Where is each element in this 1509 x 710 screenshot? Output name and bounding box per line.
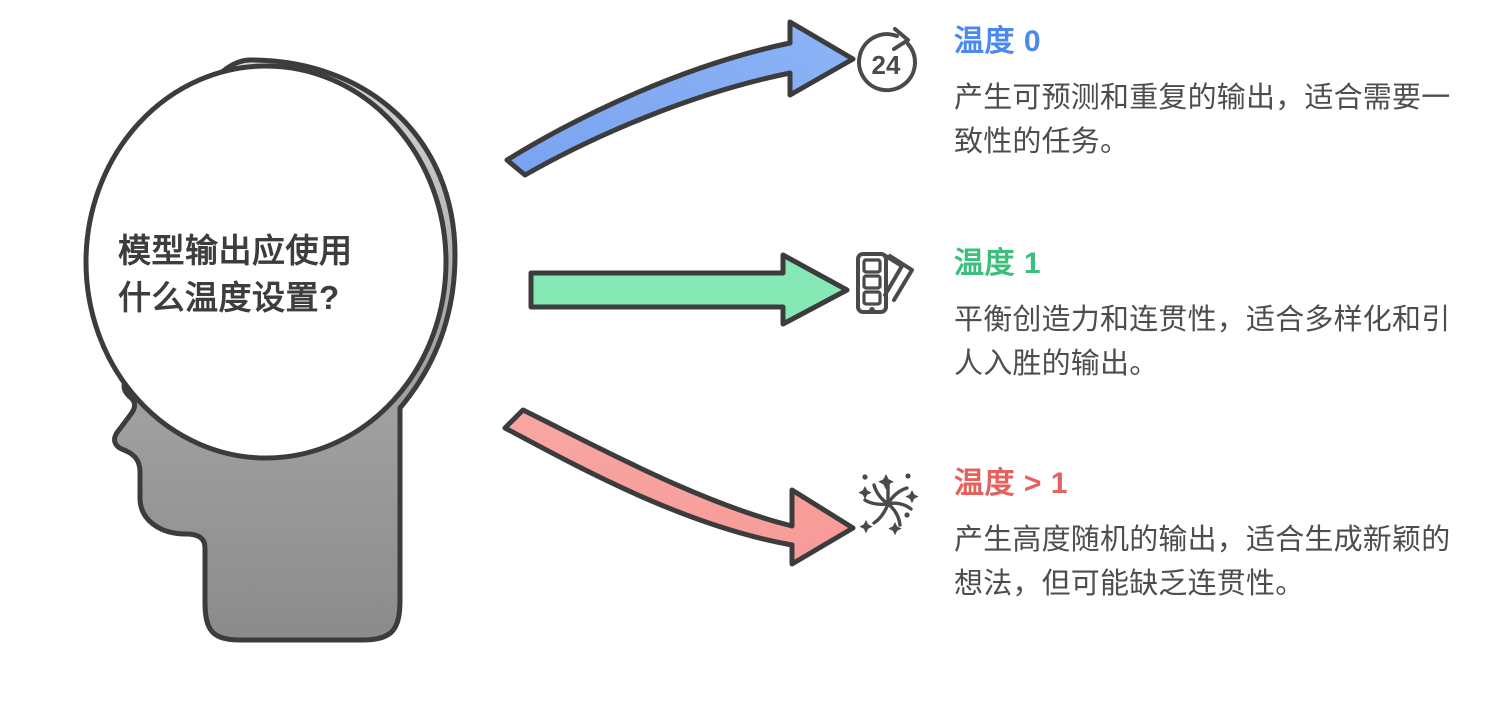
item-text-block: 温度 > 1 产生高度随机的输出，适合生成新颖的想法，但可能缺乏连贯性。: [954, 466, 1498, 606]
list-item: 温度 1 平衡创造力和连贯性，适合多样化和引人入胜的输出。: [848, 246, 1498, 386]
item-title: 温度 > 1: [954, 467, 1068, 500]
arrow-to-temperature-gt1: [502, 407, 856, 567]
clock-icon-label: 24: [872, 50, 901, 80]
color-palette-swatch-icon: [856, 252, 914, 314]
center-question-text: 模型输出应使用 什么温度设置?: [118, 232, 353, 316]
sparkle-burst-icon: [858, 473, 919, 536]
list-item: 温度 > 1 产生高度随机的输出，适合生成新颖的想法，但可能缺乏连贯性。: [848, 466, 1498, 606]
arrow-to-temperature-1: [528, 252, 850, 327]
item-description: 产生可预测和重复的输出，适合需要一致性的任务。: [954, 82, 1451, 159]
item-title: 温度 0: [954, 25, 1042, 58]
list-item: 24 温度 0 产生可预测和重复的输出，适合需要一致性的任务。: [848, 24, 1498, 164]
clock-24h-icon: 24: [857, 27, 918, 93]
item-title: 温度 1: [954, 247, 1042, 280]
item-text-block: 温度 0 产生可预测和重复的输出，适合需要一致性的任务。: [954, 24, 1498, 164]
arrow-to-temperature-0: [504, 19, 856, 178]
item-text-block: 温度 1 平衡创造力和连贯性，适合多样化和引人入胜的输出。: [954, 246, 1498, 386]
item-description: 产生高度随机的输出，适合生成新颖的想法，但可能缺乏连贯性。: [954, 524, 1451, 601]
head-silhouette-icon: [83, 57, 458, 643]
item-description: 平衡创造力和连贯性，适合多样化和引人入胜的输出。: [954, 304, 1451, 381]
